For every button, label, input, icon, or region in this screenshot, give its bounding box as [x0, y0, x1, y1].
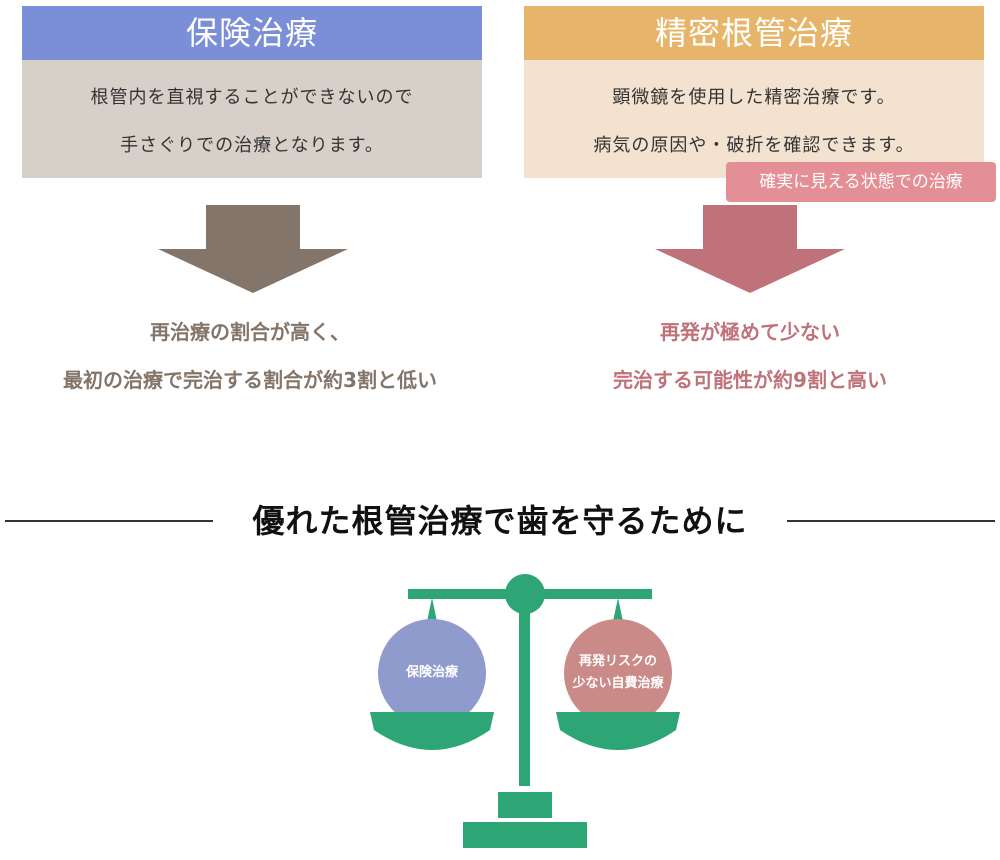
right-pan-label-line-2: 少ない自費治療 [572, 676, 664, 691]
precision-result: 再発が極めて少ない 完治する可能性が約9割と高い [500, 308, 1000, 404]
right-pan-label: 再発リスクの 少ない自費治療 [562, 651, 674, 695]
visible-treatment-badge: 確実に見える状態での治療 [726, 162, 996, 202]
section-heading: 優れた根管治療で歯を守るために [252, 502, 748, 540]
precision-result-line-1: 再発が極めて少ない [660, 320, 840, 344]
down-arrow-icon [655, 205, 845, 293]
balance-scale-icon [370, 574, 680, 848]
left-pan-label: 保険治療 [382, 662, 482, 684]
right-pan-label-line-1: 再発リスクの [578, 654, 657, 669]
precision-result-line-2: 完治する可能性が約9割と高い [613, 368, 887, 392]
divider-right [787, 520, 995, 522]
insurance-result-line-2: 最初の治療で完治する割合が約3割と低い [63, 368, 437, 392]
precision-treatment-title: 精密根管治療 [524, 6, 984, 60]
insurance-treatment-title: 保険治療 [22, 6, 482, 60]
left-pan-label-line-1: 保険治療 [405, 665, 458, 680]
insurance-description-line-1: 根管内を直視することができないので [90, 87, 414, 108]
precision-treatment-description: 顕微鏡を使用した精密治療です。 病気の原因や・破折を確認できます。 [524, 60, 984, 178]
precision-description-line-2: 病気の原因や・破折を確認できます。 [593, 135, 915, 156]
divider-left [5, 520, 213, 522]
insurance-result: 再治療の割合が高く、 最初の治療で完治する割合が約3割と低い [0, 308, 500, 404]
insurance-description-line-2: 手さぐりでの治療となります。 [120, 135, 384, 156]
insurance-treatment-panel: 保険治療 根管内を直視することができないので 手さぐりでの治療となります。 [22, 6, 482, 178]
insurance-result-line-1: 再治療の割合が高く、 [150, 320, 350, 344]
down-arrow-icon [158, 205, 348, 293]
precision-description-line-1: 顕微鏡を使用した精密治療です。 [612, 87, 896, 108]
precision-treatment-panel: 精密根管治療 顕微鏡を使用した精密治療です。 病気の原因や・破折を確認できます。 [524, 6, 984, 178]
insurance-treatment-description: 根管内を直視することができないので 手さぐりでの治療となります。 [22, 60, 482, 178]
